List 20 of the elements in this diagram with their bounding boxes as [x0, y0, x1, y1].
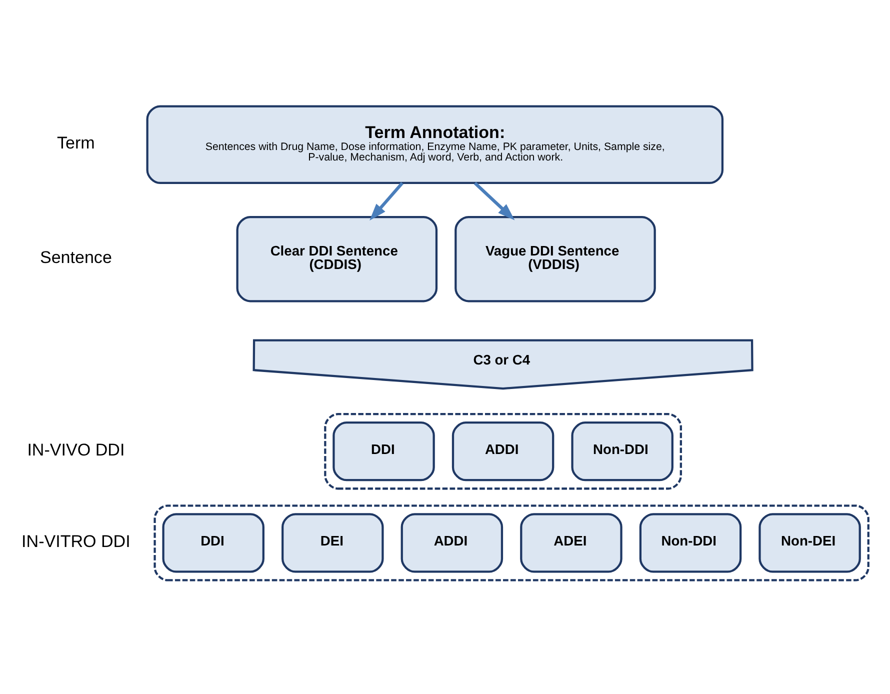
label: IN-VITRO DDI — [22, 531, 130, 550]
node-box: ADEI — [520, 512, 622, 572]
node-box: ADDI — [452, 421, 554, 481]
node-box: DEI — [282, 512, 384, 572]
arrow — [474, 181, 515, 220]
node-box: Clear DDI Sentence (CDDIS) — [236, 215, 438, 302]
label: Sentence — [40, 248, 112, 267]
node-box: DDI — [332, 421, 435, 481]
label: Term — [57, 133, 95, 152]
node-box: Vague DDI Sentence (VDDIS) — [454, 215, 656, 302]
node-box: ADDI — [400, 512, 504, 572]
node-box: DDI — [162, 512, 264, 572]
node-box: Non-DEI — [758, 512, 861, 572]
node-box: Term Annotation: Sentences with Drug Name, Dose information, Enzyme Name, PK parameter, Units, Sample size, P-value, Mechanism, Adj word, Verb, and Action work. — [146, 104, 724, 184]
node-box: Non-DDI — [639, 512, 742, 572]
cluster — [324, 412, 682, 490]
node-box: Non-DDI — [571, 421, 674, 481]
label: IN-VIVO DDI — [27, 440, 125, 459]
arrow — [370, 182, 404, 220]
cluster — [154, 504, 870, 581]
